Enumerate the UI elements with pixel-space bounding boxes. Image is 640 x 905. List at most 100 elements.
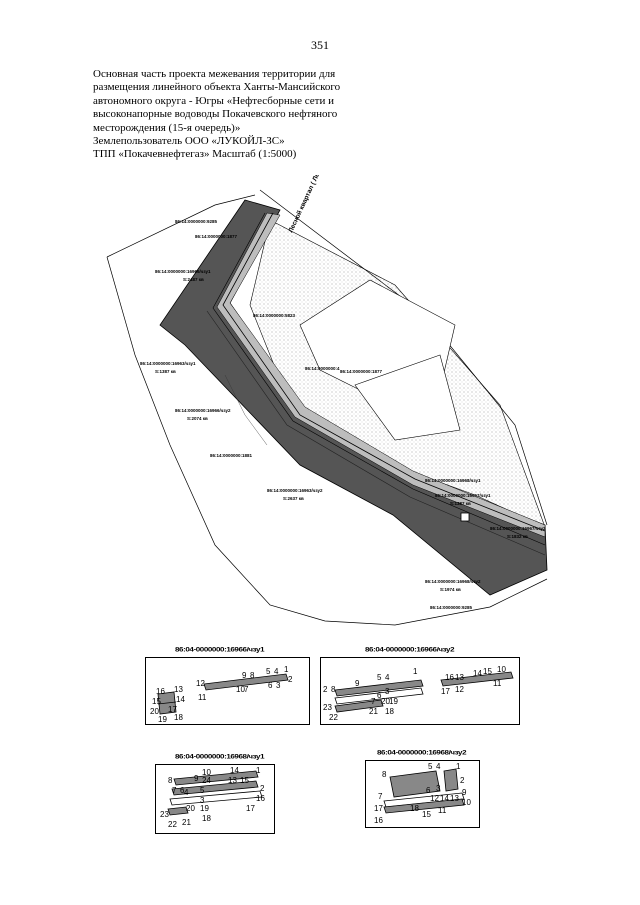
point-number: 16 — [256, 794, 265, 803]
point-number: 5 — [200, 786, 205, 795]
point-number: 16 — [156, 687, 165, 696]
point-number: 14 — [440, 794, 449, 803]
point-number: 5 — [377, 673, 382, 682]
area-label: S:1387 кв — [155, 369, 176, 374]
parcel-label: 86:14:0000000:1877 — [195, 234, 238, 239]
point-number: 21 — [182, 818, 191, 827]
point-number: 19 — [158, 715, 167, 724]
point-number: 5 — [266, 667, 271, 676]
point-number: 9 — [194, 774, 199, 783]
area-label: S:1387 кв — [450, 501, 471, 506]
point-number: 14 — [230, 766, 239, 775]
pipeline-line — [206, 310, 546, 556]
point-number: 23 — [323, 703, 332, 712]
point-number: 7 — [244, 685, 249, 694]
point-number: 11 — [438, 806, 447, 815]
outer-boundary — [106, 256, 548, 626]
point-number: 18 — [410, 804, 419, 813]
point-number: 10 — [202, 768, 211, 777]
area-label: S:2487 кв — [183, 277, 204, 282]
point-number: 19 — [389, 697, 398, 706]
cadastral-map: Лесной квартал ( Лесхоз 1 86:14:0000000:… — [106, 175, 548, 626]
point-number: 10 — [236, 685, 245, 694]
point-number: 6 — [268, 681, 273, 690]
inset-title: 86:04-0000000:16966/чзу2 — [365, 645, 455, 654]
point-number: 3 — [200, 796, 205, 805]
white-parcel — [354, 354, 461, 441]
inset-title: 86:04-0000000:16968/чзу1 — [175, 752, 265, 761]
pipeline-line — [222, 212, 546, 532]
inset-sketch: 2 8 9 5 4 1 3 6 7 20 19 23 22 21 18 16 1… — [323, 665, 514, 722]
parcel-label: 86:14:0000000:16963/чзу1 — [140, 361, 196, 366]
area-label: S:2074 кв — [187, 416, 208, 421]
point-number: 16 — [445, 673, 454, 682]
inset-1: 86:04-0000000:16966/чзу1 12 11 9 8 10 7 … — [145, 645, 310, 725]
parcel-label: 86:14:0000000:16967/чзу2 — [490, 526, 546, 531]
point-number: 17 — [246, 804, 255, 813]
parcel-label: 86:14:0000000:5823 — [253, 313, 296, 318]
inset-frame: 2 8 9 5 4 1 3 6 7 20 19 23 22 21 18 16 1… — [320, 657, 520, 725]
point-number: 22 — [168, 820, 177, 829]
point-number: 8 — [250, 671, 255, 680]
point-number: 23 — [160, 810, 169, 819]
parcel-label: 86:14:0000000:16963/чзу2 — [267, 488, 323, 493]
title-line: Землепользователь ООО «ЛУКОЙЛ-ЗС» — [93, 135, 285, 148]
inset-frame: 10 14 1 8 9 24 13 15 7 6 5 3 2 4 20 19 1… — [155, 764, 275, 834]
inset-sketch: 10 14 1 8 9 24 13 15 7 6 5 3 2 4 20 19 1… — [160, 766, 265, 829]
inset-sketch: 5 4 1 8 2 6 3 7 9 12 14 13 10 17 18 15 1… — [374, 762, 471, 825]
point-number: 11 — [493, 679, 502, 688]
point-number: 14 — [473, 669, 482, 678]
title-line: автономного округа - Югры «Нефтесборные … — [93, 94, 334, 107]
point-number: 13 — [228, 776, 237, 785]
point-number: 9 — [355, 679, 360, 688]
point-number: 1 — [284, 665, 289, 674]
point-number: 21 — [369, 707, 378, 716]
point-number: 6 — [377, 691, 382, 700]
marker-square — [460, 512, 470, 522]
point-number: 9 — [242, 671, 247, 680]
point-number: 6 — [180, 786, 185, 795]
point-number: 2 — [260, 784, 265, 793]
point-number: 4 — [184, 788, 189, 797]
outer-boundary — [259, 189, 548, 526]
point-number: 17 — [374, 804, 383, 813]
point-number: 13 — [174, 685, 183, 694]
title-line: Основная часть проекта межевания террито… — [93, 68, 336, 80]
point-number: 4 — [385, 673, 390, 682]
inset-4: 86:04-0000000:16968/чзу2 5 4 1 8 2 6 3 7… — [365, 748, 480, 828]
point-number: 18 — [174, 713, 183, 722]
point-number: 3 — [436, 784, 441, 793]
point-number: 9 — [462, 788, 467, 797]
title-line: высоконапорные водоводы Покачевского неф… — [93, 108, 338, 121]
point-number: 10 — [497, 665, 506, 674]
boundary-label: Лесной квартал ( Лесхоз 1 — [287, 175, 330, 234]
corridor-strip — [216, 212, 546, 538]
point-number: 8 — [382, 770, 387, 779]
point-number: 7 — [378, 792, 383, 801]
point-number: 5 — [428, 762, 433, 771]
parcel-label: 86:14:0000000:16968/чзу2 — [425, 579, 481, 584]
point-number: 18 — [202, 814, 211, 823]
area-label: S:2637 кв — [283, 496, 304, 501]
point-number: 24 — [202, 776, 211, 785]
point-number: 1 — [413, 667, 418, 676]
point-number: 17 — [441, 687, 450, 696]
point-number: 7 — [371, 697, 376, 706]
point-number: 12 — [430, 794, 439, 803]
point-number: 8 — [331, 685, 336, 694]
parcel-label: 86:14:0000000:9285 — [175, 219, 218, 224]
point-number: 1 — [256, 766, 261, 775]
point-number: 7 — [172, 786, 177, 795]
point-number: 3 — [276, 681, 281, 690]
point-number: 1 — [456, 762, 461, 771]
point-number: 4 — [436, 762, 441, 771]
point-number: 15 — [422, 810, 431, 819]
title-line: ТПП «Покачевнефтегаз» Масштаб (1:5000) — [93, 148, 297, 161]
parcel-label: 86:14:0000000:9285 — [430, 605, 473, 610]
point-number: 2 — [460, 776, 465, 785]
parcel-label: 86:14:0000000:16967/чзу1 — [435, 493, 491, 498]
parcel-label: 86:14:0000000:1877 — [340, 369, 383, 374]
point-number: 13 — [450, 794, 459, 803]
point-number: 18 — [385, 707, 394, 716]
point-number: 3 — [385, 687, 390, 696]
